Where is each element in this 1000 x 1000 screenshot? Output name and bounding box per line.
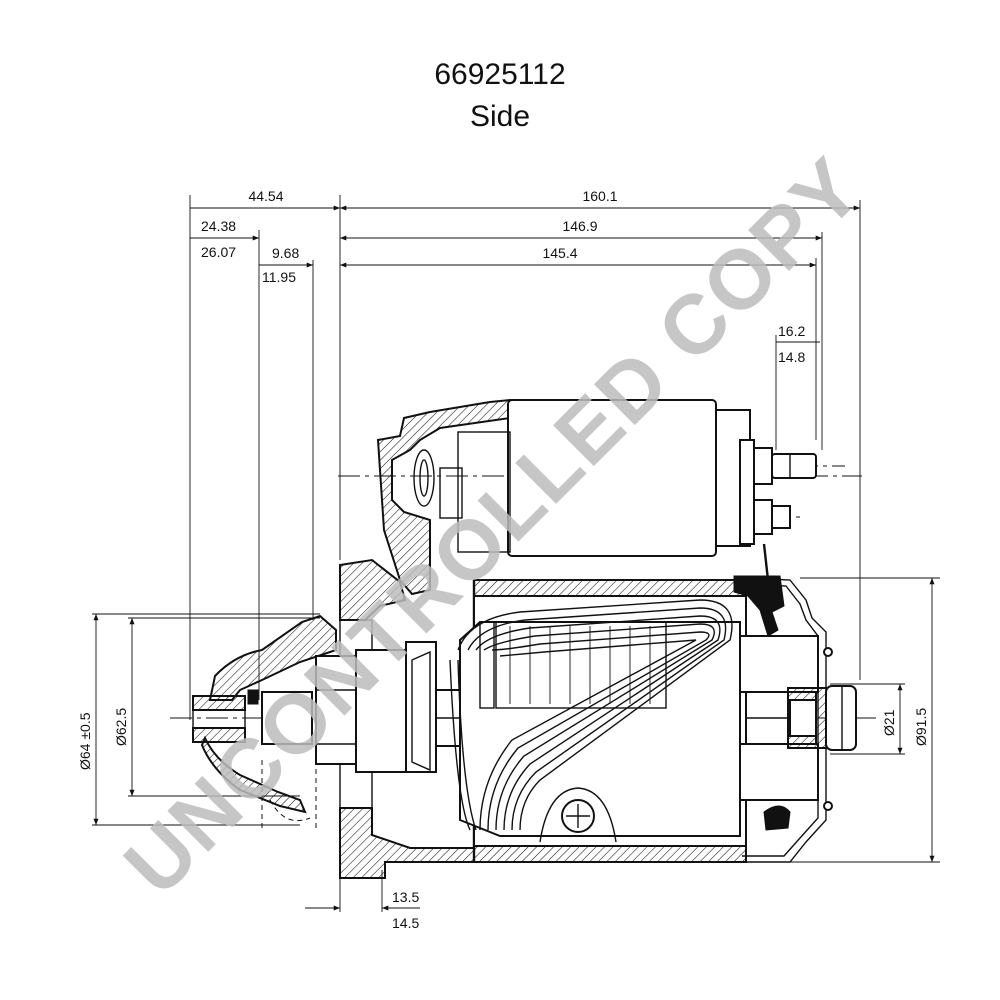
rear-end-cap <box>733 575 857 863</box>
dim-14-8: 14.8 <box>778 349 805 365</box>
nose-housing <box>192 614 337 828</box>
dim-13-5: 13.5 <box>392 889 419 905</box>
dim-11-95: 11.95 <box>262 269 296 285</box>
armature-windings <box>449 599 733 831</box>
solenoid <box>376 398 817 596</box>
dim-160-1: 160.1 <box>582 188 617 204</box>
mounting-flange <box>339 558 475 879</box>
dim-dia-91-5: Ø91.5 <box>913 708 929 746</box>
motor-housing <box>449 579 747 863</box>
dim-24-38: 24.38 <box>201 218 236 234</box>
dim-9-68: 9.68 <box>272 245 299 261</box>
dim-146-9: 146.9 <box>562 218 597 234</box>
dim-145-4: 145.4 <box>542 245 577 261</box>
dim-16-2: 16.2 <box>778 323 805 339</box>
dim-dia-64: Ø64 ±0.5 <box>77 712 93 770</box>
dim-26-07: 26.07 <box>201 244 236 260</box>
part-number-title: 66925112 <box>434 58 566 91</box>
dim-14-5: 14.5 <box>392 915 419 931</box>
dimension-labels: 44.54 24.38 26.07 9.68 11.95 160.1 146.9… <box>77 188 929 931</box>
view-name-title: Side <box>469 100 531 133</box>
dim-dia-62-5: Ø62.5 <box>113 708 129 746</box>
dim-dia-21: Ø21 <box>881 709 897 736</box>
dim-44-54: 44.54 <box>248 188 283 204</box>
